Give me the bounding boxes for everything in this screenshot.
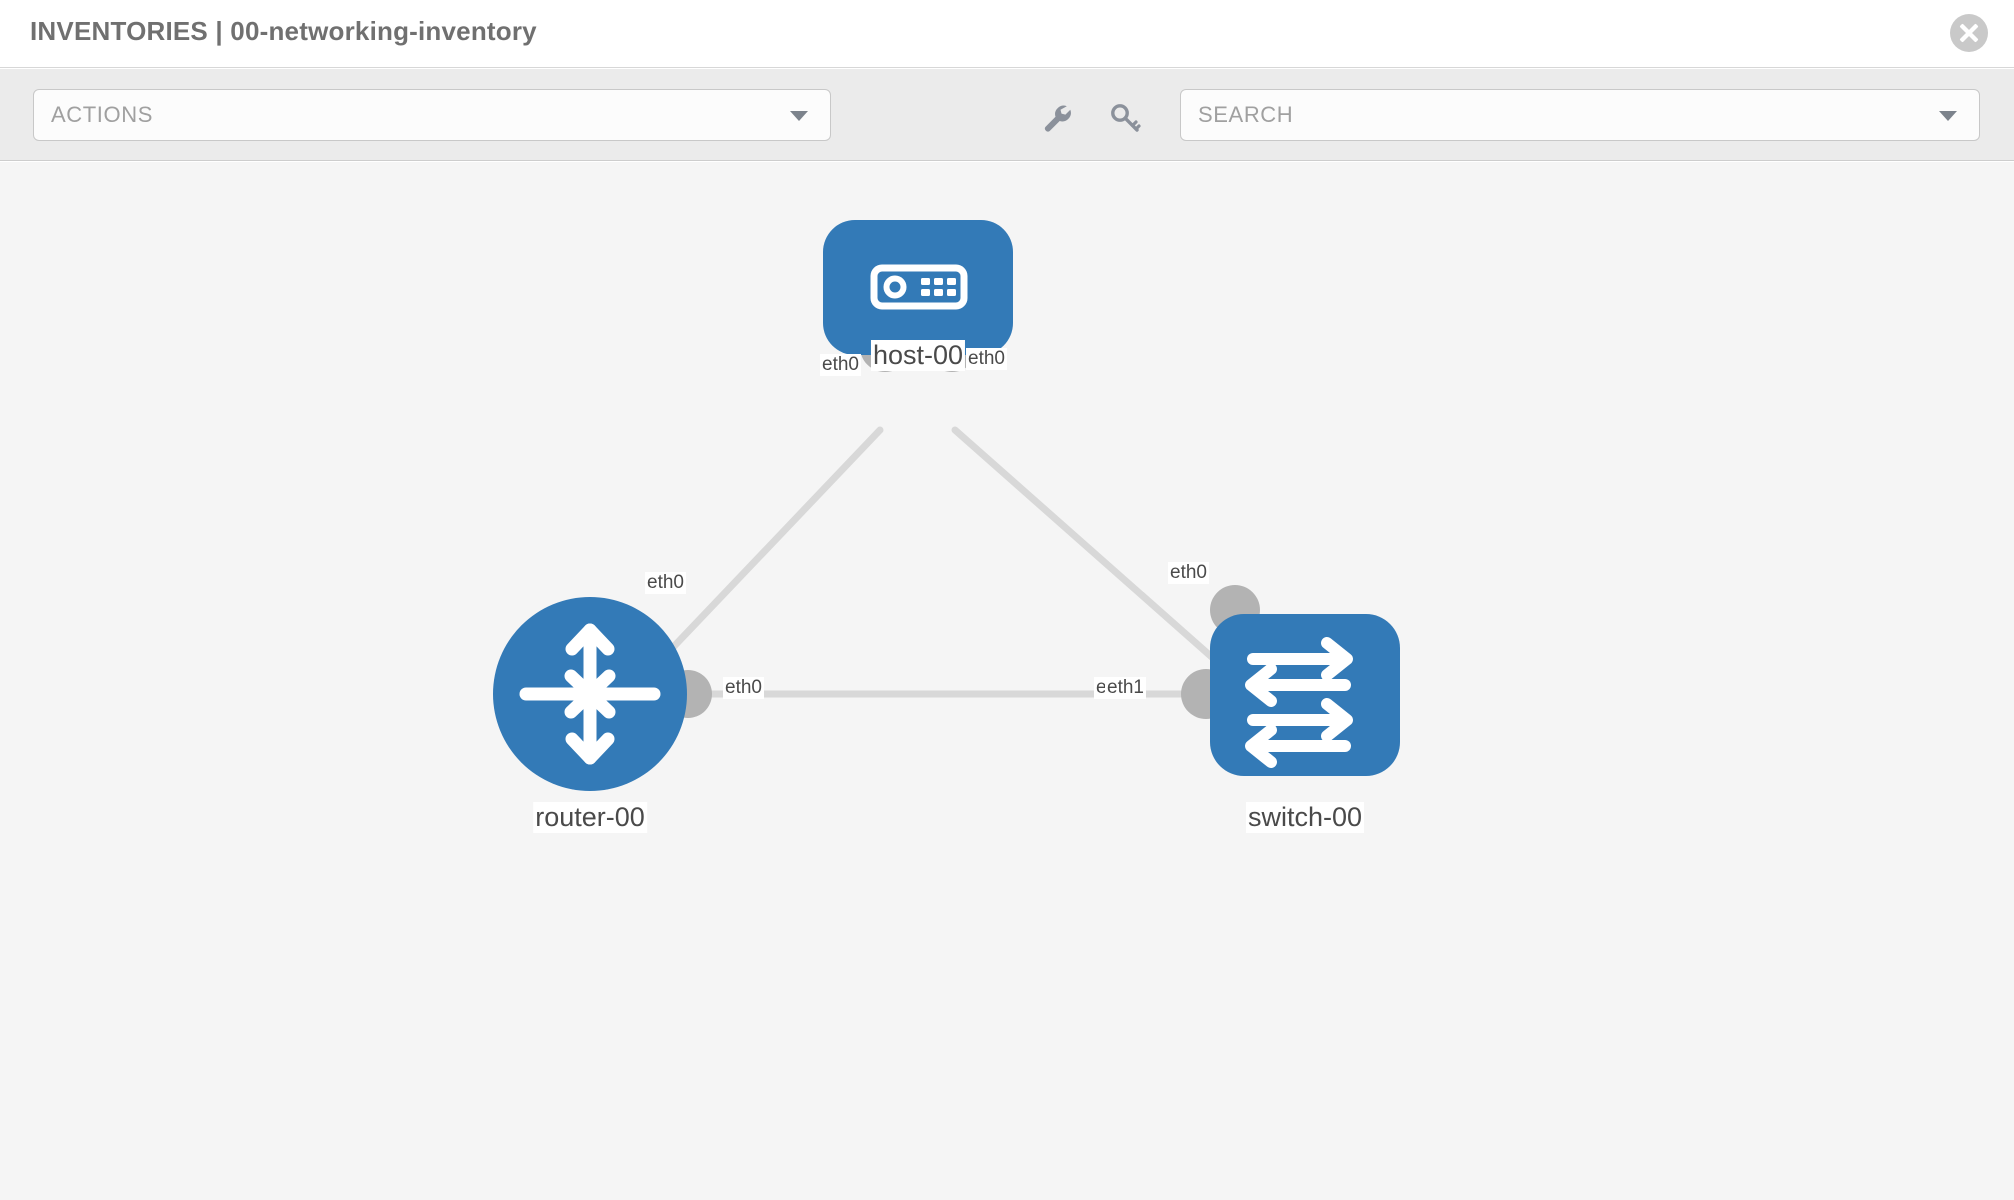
page-header: INVENTORIES | 00-networking-inventory — [0, 0, 2014, 68]
link-layer — [636, 426, 1244, 698]
close-icon[interactable] — [1950, 14, 1988, 52]
wrench-icon[interactable] — [1040, 101, 1074, 135]
node-label-router-00: router-00 — [533, 802, 647, 833]
link-host00-switch00 — [951, 426, 1244, 686]
node-router-00 — [493, 597, 687, 791]
link-host00-router00 — [636, 426, 884, 686]
iface-label-switch00-eth0-uplink: eth0 — [1168, 562, 1209, 584]
search-placeholder: SEARCH — [1198, 102, 1294, 127]
actions-dropdown[interactable]: ACTIONS — [33, 89, 831, 141]
node-switch-00 — [1210, 614, 1400, 776]
iface-label-host00-eth0-right: eth0 — [966, 348, 1007, 370]
search-input[interactable]: SEARCH — [1180, 89, 1980, 141]
key-icon[interactable] — [1108, 101, 1142, 135]
iface-label-router00-eth0: eth0 — [723, 677, 764, 699]
node-label-host-00: host-00 — [870, 340, 966, 371]
iface-label-router00-eth0-uplink: eth0 — [645, 572, 686, 594]
page-title: INVENTORIES | 00-networking-inventory — [30, 16, 537, 46]
node-label-switch-00: switch-00 — [1245, 802, 1365, 833]
chevron-down-icon — [1939, 111, 1957, 121]
toolbar: ACTIONS SEARCH — [0, 69, 2014, 161]
actions-dropdown-label: ACTIONS — [51, 102, 153, 127]
endpoint-layer — [664, 322, 1260, 719]
iface-label-host00-eth0-left: eth0 — [820, 354, 861, 376]
node-host-00 — [823, 220, 1013, 355]
iface-label-switch00-eth1: eth1 — [1105, 677, 1146, 699]
chevron-down-icon — [790, 111, 808, 121]
topology-canvas[interactable]: host-00 router-00 switch-00 eth0 eth0 et… — [0, 162, 2014, 1200]
